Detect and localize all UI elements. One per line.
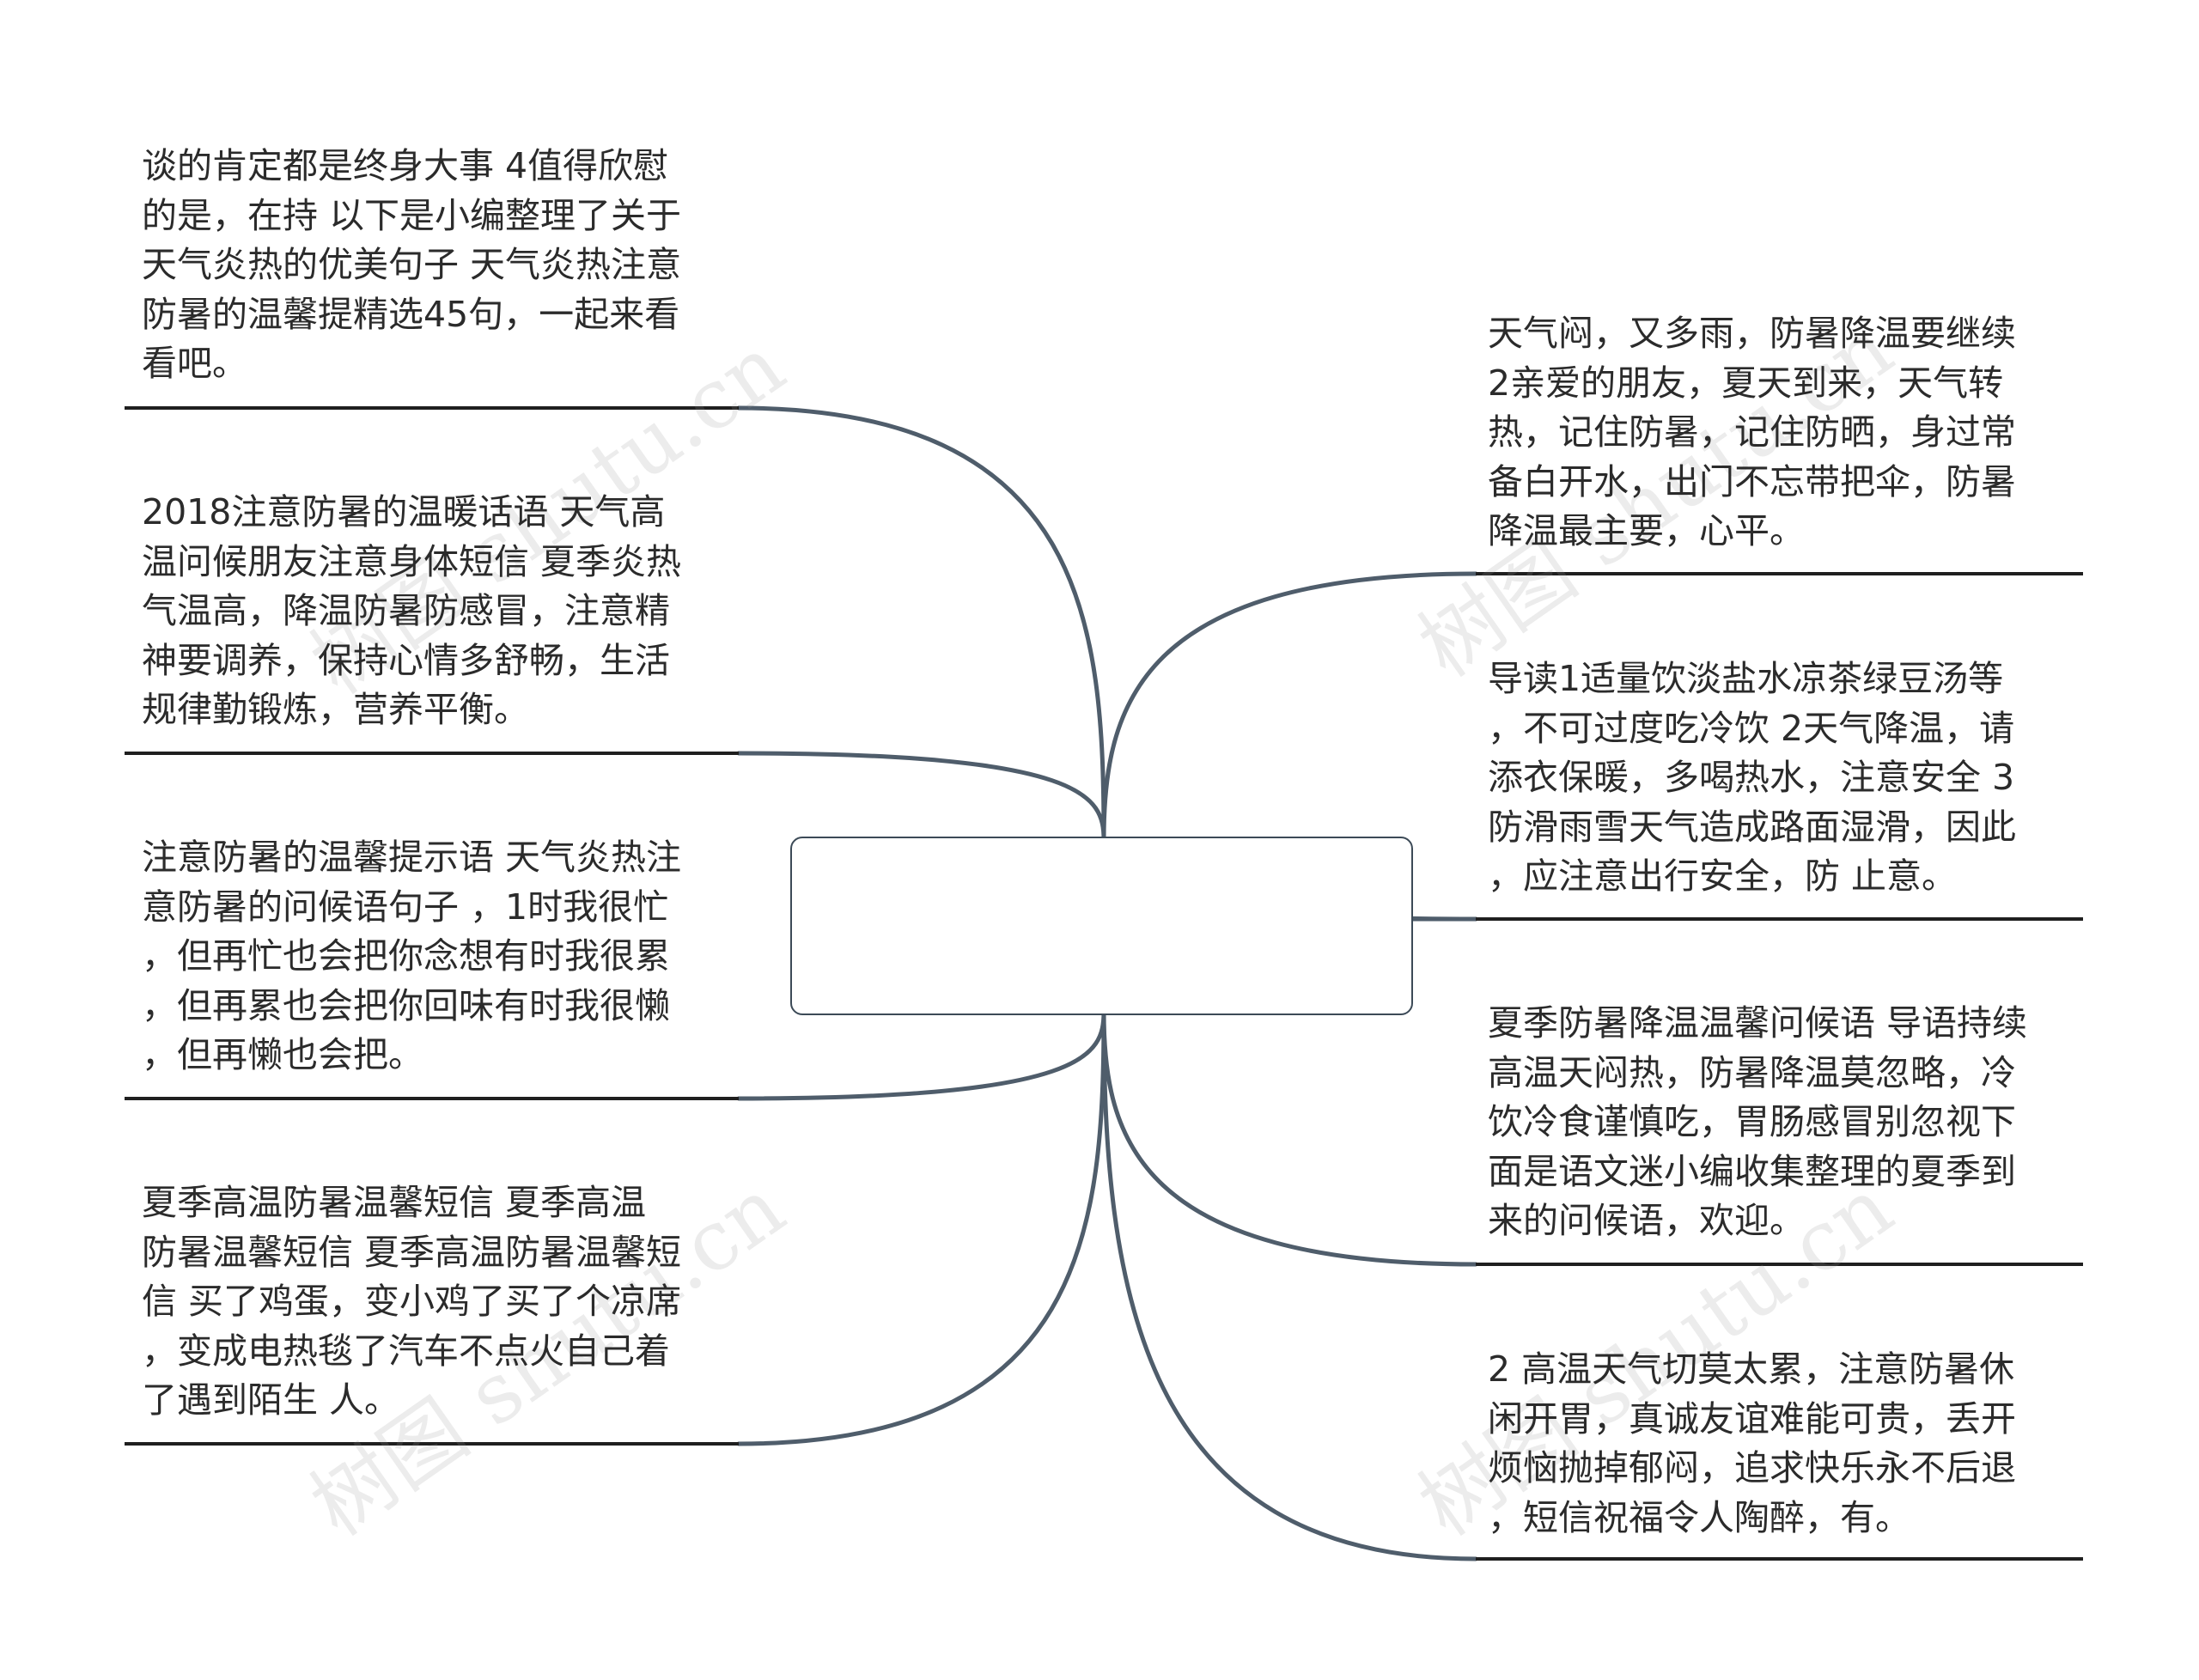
left-connector-1 bbox=[736, 405, 1106, 843]
left-connector-4 bbox=[736, 1009, 1106, 1446]
right-branch-topic-1[interactable]: 天气闷，又多雨，防暑降温要继续 2亲爱的朋友，夏天到来，天气转 热，记住防暑，记… bbox=[1488, 313, 2016, 551]
right-branch-topic-2[interactable]: 导读1适量饮淡盐水凉茶绿豆汤等 ，不可过度吃冷饮 2天气降温，请 添衣保暖，多喝… bbox=[1488, 658, 2016, 897]
left-connector-3 bbox=[736, 1009, 1106, 1101]
right-branch-topic-4[interactable]: 2 高温天气切莫太累，注意防暑休 闲开胃，真诚友谊难能可贵，丢开 烦恼抛掉郁闷，… bbox=[1488, 1348, 2016, 1538]
right-connector-1 bbox=[1101, 571, 1478, 843]
central-topic[interactable] bbox=[790, 837, 1413, 1015]
right-connector-4 bbox=[1101, 1009, 1478, 1561]
left-branch-topic-2[interactable]: 2018注意防暑的温暖话语 天气高 温问候朋友注意身体短信 夏季炎热 气温高，降… bbox=[142, 491, 682, 730]
right-branch-topic-3[interactable]: 夏季防暑降温温馨问候语 导语持续 高温天闷热，防暑降温莫忽略，冷 饮冷食谨慎吃，… bbox=[1488, 1002, 2028, 1241]
right-connector-3 bbox=[1101, 1009, 1478, 1267]
left-connector-2 bbox=[736, 751, 1106, 843]
left-branch-topic-1[interactable]: 谈的肯定都是终身大事 4值得欣慰 的是，在持 以下是小编整理了关于 天气炎热的优… bbox=[142, 145, 682, 384]
left-branch-topic-3[interactable]: 注意防暑的温馨提示语 天气炎热注 意防暑的问候语句子 ，1时我很忙 ，但再忙也会… bbox=[142, 837, 682, 1075]
left-branch-topic-4[interactable]: 夏季高温防暑温馨短信 夏季高温 防暑温馨短信 夏季高温防暑温馨短 信 买了鸡蛋，… bbox=[142, 1182, 682, 1421]
